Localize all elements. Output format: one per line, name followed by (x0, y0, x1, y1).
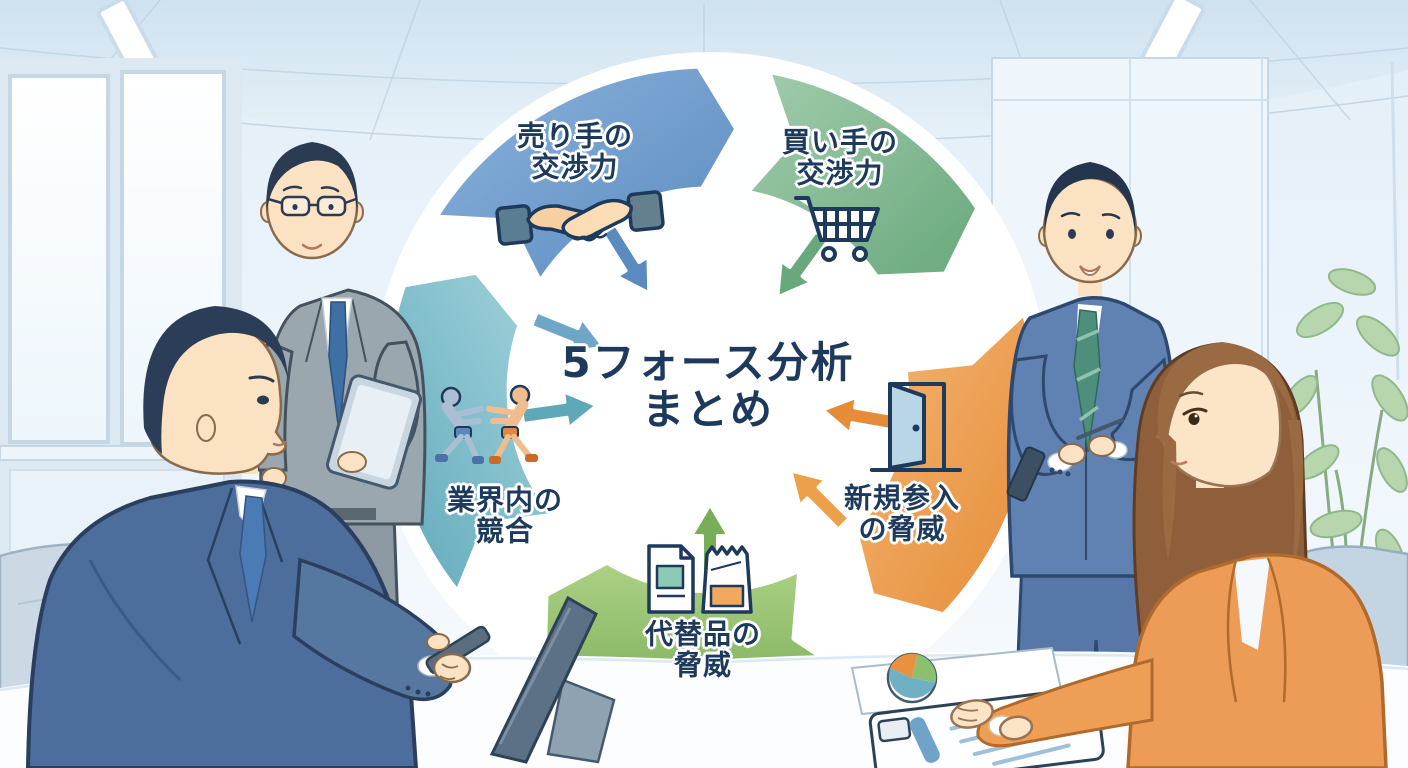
person-seated-left (25, 306, 491, 768)
label-industry-rivalry: 業界内の 競合 (446, 483, 564, 548)
hand (950, 699, 1034, 741)
phone-icon (1006, 446, 1046, 502)
label-new-entrant-threat-line2: の脅威 (858, 513, 946, 546)
suit-body (25, 479, 419, 768)
label-supplier-power: 売り手の 交渉力 (516, 119, 634, 184)
label-new-entrant-threat: 新規参入 の脅威 (843, 481, 961, 546)
hair (1044, 162, 1136, 236)
blazer (1126, 553, 1388, 768)
tie (239, 495, 267, 623)
label-substitute-threat: 代替品の 脅威 (644, 617, 762, 682)
label-substitute-threat-line1: 代替品の (644, 617, 762, 651)
label-buyer-power: 買い手の 交渉力 (781, 125, 899, 190)
label-buyer-power-line2: 交渉力 (796, 157, 884, 190)
label-industry-rivalry-line2: 競合 (475, 515, 535, 548)
shopping-cart-icon (794, 196, 880, 262)
hair-front (1157, 342, 1296, 444)
person-seated-right (950, 342, 1388, 768)
substitute-products-icon (647, 544, 753, 614)
diagram-title-line1: 5フォース分析 (561, 337, 855, 387)
hair (143, 306, 288, 454)
label-new-entrant-threat-line1: 新規参入 (843, 481, 961, 515)
diagram-title-line2: まとめ (641, 385, 774, 434)
tie (328, 301, 348, 433)
arm (292, 557, 455, 702)
label-supplier-power-line2: 交渉力 (531, 151, 619, 184)
diagram-title: 5フォース分析 まとめ (561, 339, 854, 433)
tablet-on-stand (489, 595, 616, 764)
segment-buyer-power (741, 66, 983, 282)
label-substitute-threat-line2: 脅威 (673, 649, 733, 682)
plant-icon (1281, 268, 1408, 651)
five-forces-diagram (372, 52, 1048, 728)
door-icon (870, 382, 962, 472)
label-buyer-power-line1: 買い手の (781, 125, 899, 159)
segment-supplier-power (430, 61, 742, 288)
label-industry-rivalry-line1: 業界内の (446, 483, 564, 517)
inner-top (1234, 558, 1270, 650)
handshake-icon (495, 190, 665, 246)
label-supplier-power-line1: 売り手の (516, 119, 634, 153)
wrestlers-icon (435, 384, 538, 464)
hair (266, 142, 358, 214)
